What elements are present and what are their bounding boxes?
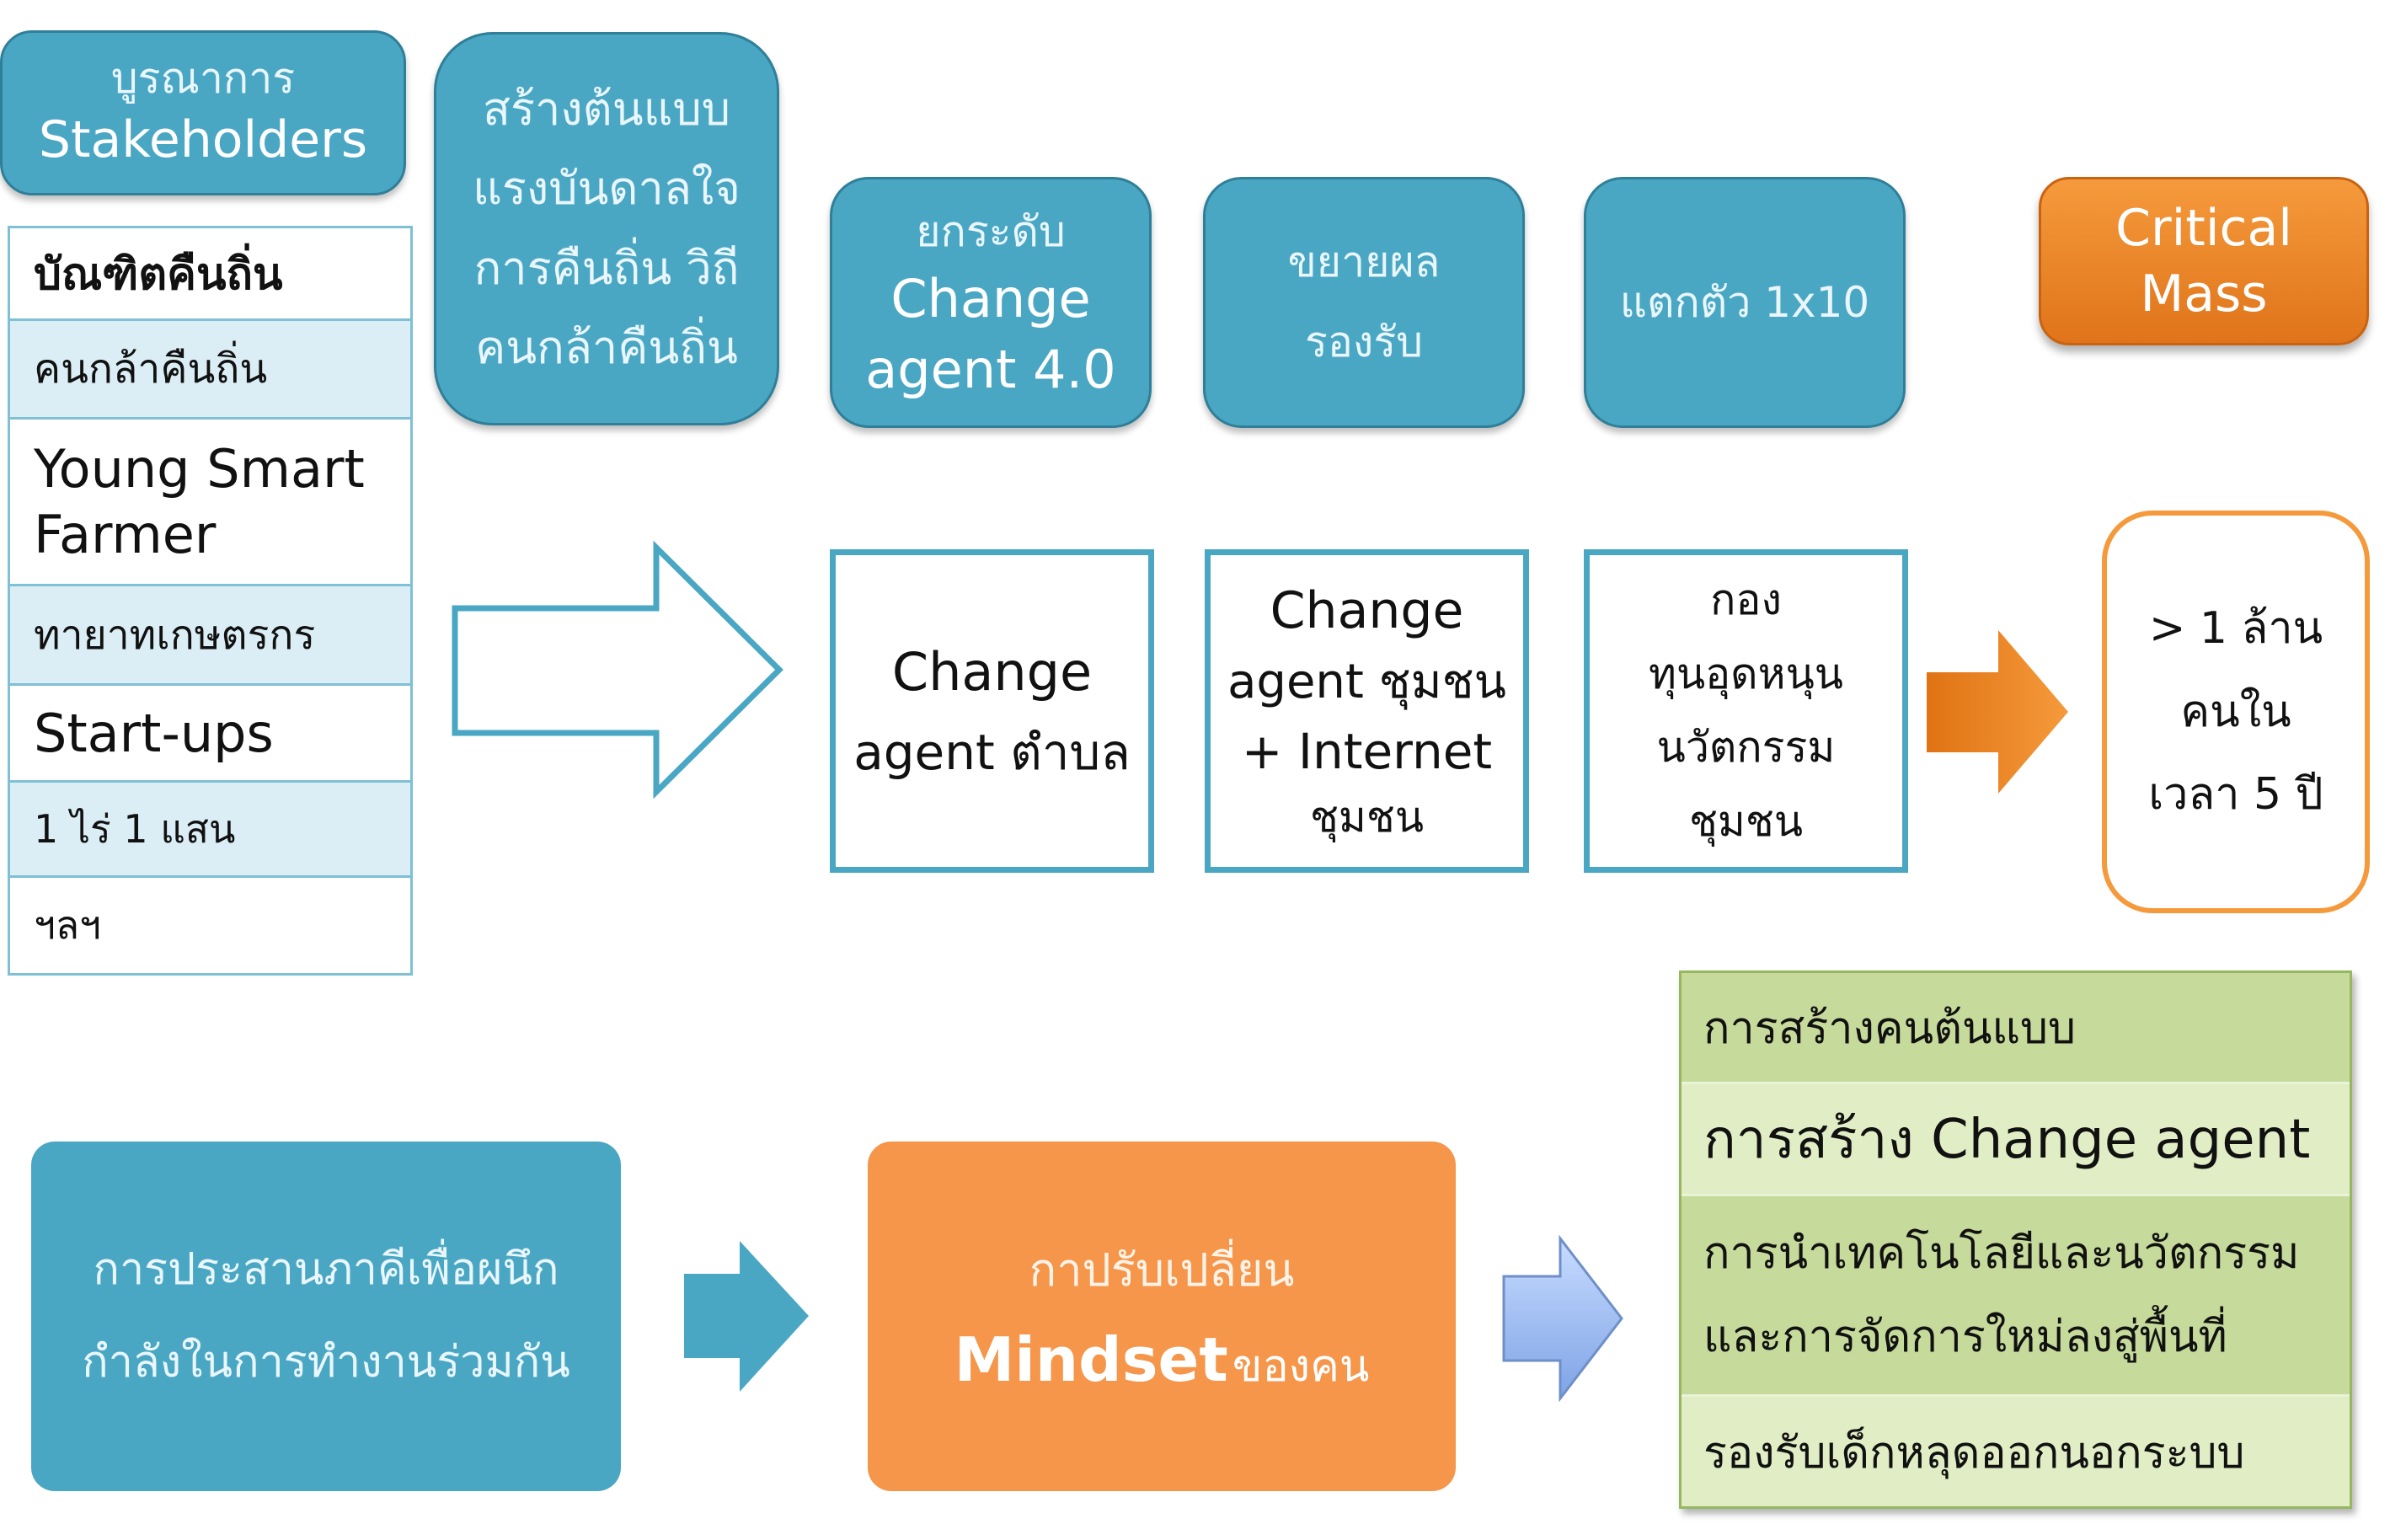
target-line: เวลา 5 ปี bbox=[2148, 769, 2323, 821]
step-upgrade-english: Change agent 4.0 bbox=[865, 267, 1116, 400]
model-line: การคืนถิ่น วิถี bbox=[473, 241, 740, 295]
list-item: ฯลฯ bbox=[34, 902, 101, 948]
hollow-right-arrow-icon bbox=[452, 540, 783, 799]
light-blue-right-arrow-icon bbox=[1502, 1234, 1623, 1403]
orange-right-arrow-icon bbox=[1927, 630, 2068, 794]
header-fragment bbox=[1095, 0, 1264, 8]
box-line: Change bbox=[1270, 580, 1464, 640]
step-expand-line: รองรับ bbox=[1305, 318, 1423, 366]
step-split-text: แตกตัว 1x10 bbox=[1619, 278, 1870, 327]
step-expand-line: ขยายผล bbox=[1287, 238, 1441, 286]
partnership-line: กำลังในการทำงานร่วมกัน bbox=[82, 1336, 570, 1388]
step-split-box: แตกตัว 1x10 bbox=[1584, 177, 1906, 428]
list-item: 1 ไร่ 1 แสน bbox=[10, 783, 410, 878]
mindset-box: กาปรับเปลี่ยน Mindset ของคน bbox=[868, 1142, 1456, 1491]
change-agent-community-box: Change agent ชุมชน + Internet ชุมชน bbox=[1205, 549, 1529, 873]
box-line: นวัตกรรม bbox=[1656, 723, 1836, 772]
critical-mass-line: Mass bbox=[2140, 265, 2268, 324]
list-item: ทายาทเกษตรกร bbox=[10, 586, 410, 686]
model-line: คนกล้าคืนถิ่น bbox=[475, 321, 738, 374]
outcomes-list: การสร้างคนต้นแบบ การสร้าง Change agent ก… bbox=[1679, 971, 2352, 1509]
model-line: แรงบันดาลใจ bbox=[473, 162, 741, 215]
profile-list: บัณฑิตคืนถิ่น คนกล้าคืนถิ่น Young Smart … bbox=[8, 226, 413, 976]
model-line: สร้างต้นแบบ bbox=[483, 82, 730, 136]
box-line: ทุนอุดหนุน bbox=[1649, 649, 1843, 698]
target-line: คนใน bbox=[2180, 686, 2291, 737]
mindset-line-wrap: Mindset ของคน bbox=[954, 1314, 1370, 1405]
list-item: บัณฑิตคืนถิ่น bbox=[10, 228, 410, 321]
box-line: agent ตำบล bbox=[853, 724, 1131, 782]
step-expand-box: ขยายผล รองรับ bbox=[1203, 177, 1525, 428]
target-box: > 1 ล้าน คนใน เวลา 5 ปี bbox=[2102, 511, 2370, 913]
teal-right-arrow-icon bbox=[684, 1241, 809, 1392]
list-item: Start-ups bbox=[10, 686, 410, 783]
box-line: + Internet bbox=[1241, 722, 1493, 780]
stakeholders-thai: บูรณาการ bbox=[110, 54, 296, 103]
step-upgrade-box: ยกระดับ Change agent 4.0 bbox=[830, 177, 1152, 428]
change-agent-subdistrict-box: Change agent ตำบล bbox=[830, 549, 1154, 873]
list-item: การนำเทคโนโลยีและนวัตกรรม และการจัดการให… bbox=[1682, 1196, 2350, 1397]
mindset-keyword: Mindset bbox=[954, 1323, 1228, 1395]
outcome-line: และการจัดการใหม่ลงสู่พื้นที่ bbox=[1703, 1311, 2227, 1362]
model-box: สร้างต้นแบบ แรงบันดาลใจ การคืนถิ่น วิถี … bbox=[434, 32, 779, 425]
box-line: ชุมชน bbox=[1688, 796, 1803, 846]
box-line: Change bbox=[891, 641, 1093, 703]
step-upgrade-thai: ยกระดับ bbox=[916, 206, 1066, 256]
partnership-box: การประสานภาคีเพื่อผนึก กำลังในการทำงานร่… bbox=[31, 1142, 621, 1491]
target-line: > 1 ล้าน bbox=[2148, 602, 2323, 654]
list-item: รองรับเด็กหลุดออกนอกระบบ bbox=[1682, 1397, 2350, 1506]
innovation-fund-box: กอง ทุนอุดหนุน นวัตกรรม ชุมชน bbox=[1584, 549, 1908, 873]
stakeholders-english: Stakeholders bbox=[38, 110, 368, 169]
box-line: กอง bbox=[1710, 575, 1782, 624]
critical-mass-line: Critical bbox=[2115, 199, 2292, 258]
partnership-line: การประสานภาคีเพื่อผนึก bbox=[93, 1244, 559, 1296]
list-item: Young Smart Farmer bbox=[10, 420, 410, 586]
mindset-suffix: ของคน bbox=[1232, 1340, 1370, 1392]
outcome-line: การนำเทคโนโลยีและนวัตกรรม bbox=[1703, 1227, 2300, 1279]
box-line: ชุมชน bbox=[1309, 792, 1424, 842]
critical-mass-box: Critical Mass bbox=[2039, 177, 2369, 345]
list-item: การสร้างคนต้นแบบ bbox=[1682, 973, 2350, 1084]
list-item: การสร้าง Change agent bbox=[1682, 1084, 2350, 1196]
mindset-line: กาปรับเปลี่ยน bbox=[1029, 1243, 1295, 1297]
stakeholders-box: บูรณาการ Stakeholders bbox=[0, 30, 406, 195]
box-line: agent ชุมชน bbox=[1227, 654, 1506, 709]
list-item: คนกล้าคืนถิ่น bbox=[10, 321, 410, 420]
